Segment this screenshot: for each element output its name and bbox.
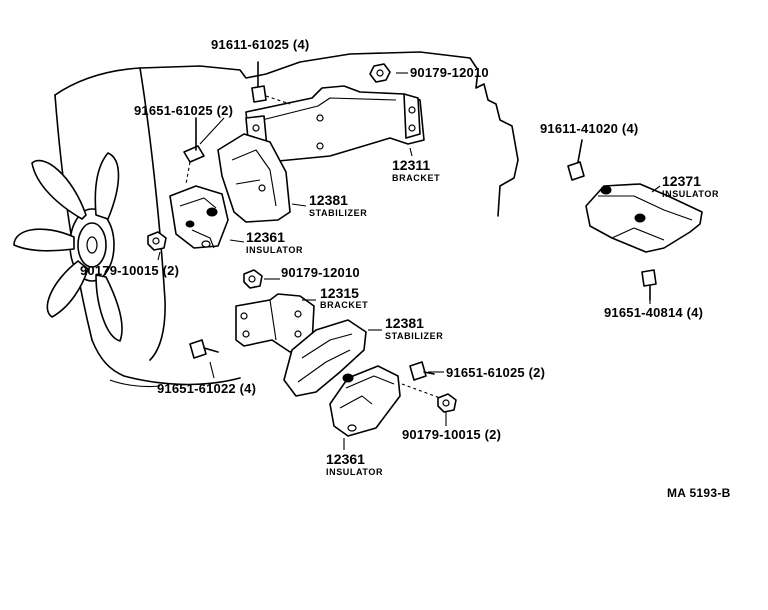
insulator-12361-top [169, 185, 229, 249]
label-12381-top-number: 12381 [309, 192, 348, 208]
diagram-code: MA 5193-B [667, 486, 731, 500]
label-12361-top-number: 12361 [246, 229, 285, 245]
label-91651-61025-bottom: 91651-61025 (2) [446, 365, 546, 380]
label-91611-61025: 91611-61025 (4) [211, 37, 310, 52]
label-12371-name: INSULATOR [662, 189, 720, 199]
label-91611-41020: 91611-41020 (4) [540, 121, 639, 136]
bolt-91651-61025-top [183, 117, 205, 185]
nut-90179-10015-left [147, 231, 167, 251]
engine-block-outline [54, 51, 519, 388]
label-90179-12010-mid: 90179-12010 [281, 265, 360, 280]
nut-90179-12010-top [369, 63, 391, 83]
label-12381-bottom-name: STABILIZER [385, 331, 444, 341]
cooling-fan [13, 152, 123, 342]
label-12311-number: 12311 [392, 157, 431, 173]
label-91651-40814: 91651-40814 (4) [604, 305, 704, 320]
bolt-91611-41020 [567, 139, 585, 181]
stabilizer-12381-top [217, 133, 291, 223]
bolt-91651-61025-bottom [409, 361, 435, 381]
label-12371-number: 12371 [662, 173, 701, 189]
label-91651-61025-top: 91651-61025 (2) [134, 103, 234, 118]
label-12311-name: BRACKET [392, 173, 441, 183]
label-12361-bottom-number: 12361 [326, 451, 365, 467]
bolt-91611-61025 [251, 61, 291, 105]
stabilizer-12381-bottom [283, 319, 367, 397]
bolt-91651-61022 [189, 339, 219, 359]
label-90179-10015-bottom: 90179-10015 (2) [402, 427, 502, 442]
label-90179-12010-top: 90179-12010 [410, 65, 489, 80]
label-91651-61022: 91651-61022 (4) [157, 381, 257, 396]
label-12361-bottom-name: INSULATOR [326, 467, 384, 477]
insulator-12371 [585, 183, 703, 253]
label-12361-top-name: INSULATOR [246, 245, 304, 255]
label-90179-10015-left: 90179-10015 (2) [80, 263, 180, 278]
insulator-12361-bottom [329, 365, 401, 437]
leader-lines [157, 72, 661, 450]
label-12315-name: BRACKET [320, 300, 369, 310]
label-12315-number: 12315 [320, 285, 359, 301]
nut-90179-10015-bottom [401, 383, 457, 413]
nut-90179-12010-mid [243, 269, 263, 289]
label-12381-bottom-number: 12381 [385, 315, 424, 331]
bolt-91651-40814 [641, 269, 657, 301]
label-12381-top-name: STABILIZER [309, 208, 368, 218]
